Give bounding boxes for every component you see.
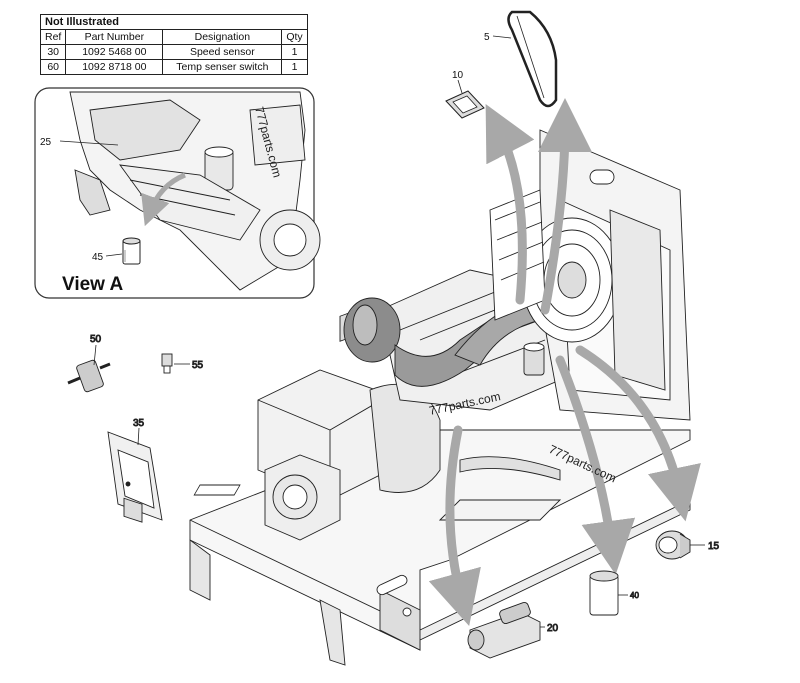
part-55-fitting: 55 [161, 353, 204, 374]
part-40-filter: 40 [589, 570, 640, 616]
cell-designation: Temp senser switch [162, 59, 283, 75]
view-a-arrow [141, 172, 186, 227]
callout-55: 55 [192, 360, 204, 371]
leader-25 [59, 140, 119, 146]
callout-50: 50 [90, 334, 102, 345]
callout-45: 45 [92, 252, 104, 263]
callout-5: 5 [484, 32, 490, 43]
header-ref: Ref [39, 29, 67, 45]
part-10-gasket: 10 [445, 70, 485, 119]
not-illustrated-table: Not Illustrated Ref Part Number Designat… [39, 14, 308, 75]
table-header-row: Ref Part Number Designation Qty [39, 29, 308, 45]
callout-35: 35 [133, 418, 145, 429]
header-part-number: Part Number [65, 29, 164, 45]
leader-45 [105, 253, 123, 257]
part-5-belt: 5 [484, 10, 558, 108]
part-50-sensor: 50 [67, 334, 111, 393]
cell-ref: 60 [39, 59, 67, 75]
part-35-plate: 35 [107, 418, 163, 523]
view-a-title: View A [62, 274, 124, 295]
pointer-arrows [428, 98, 701, 627]
callout-40: 40 [630, 591, 639, 600]
view-a-inset: 25 45 View A 777parts.com [34, 87, 321, 299]
part-20-starter: 20 [467, 601, 559, 659]
callout-20: 20 [547, 623, 559, 634]
cell-part-number: 1092 8718 00 [65, 59, 164, 75]
callout-25: 25 [40, 137, 52, 148]
callout-10: 10 [452, 70, 464, 81]
cell-qty: 1 [281, 59, 308, 75]
callout-15: 15 [708, 541, 720, 552]
part-15-actuator: 15 [655, 530, 720, 560]
generator-set [189, 129, 691, 666]
table-title: Not Illustrated [40, 14, 308, 29]
table-row: 60 1092 8718 00 Temp senser switch 1 [39, 59, 308, 75]
cell-part-number: 1092 5468 00 [65, 44, 164, 60]
part-45-filter [122, 237, 141, 265]
